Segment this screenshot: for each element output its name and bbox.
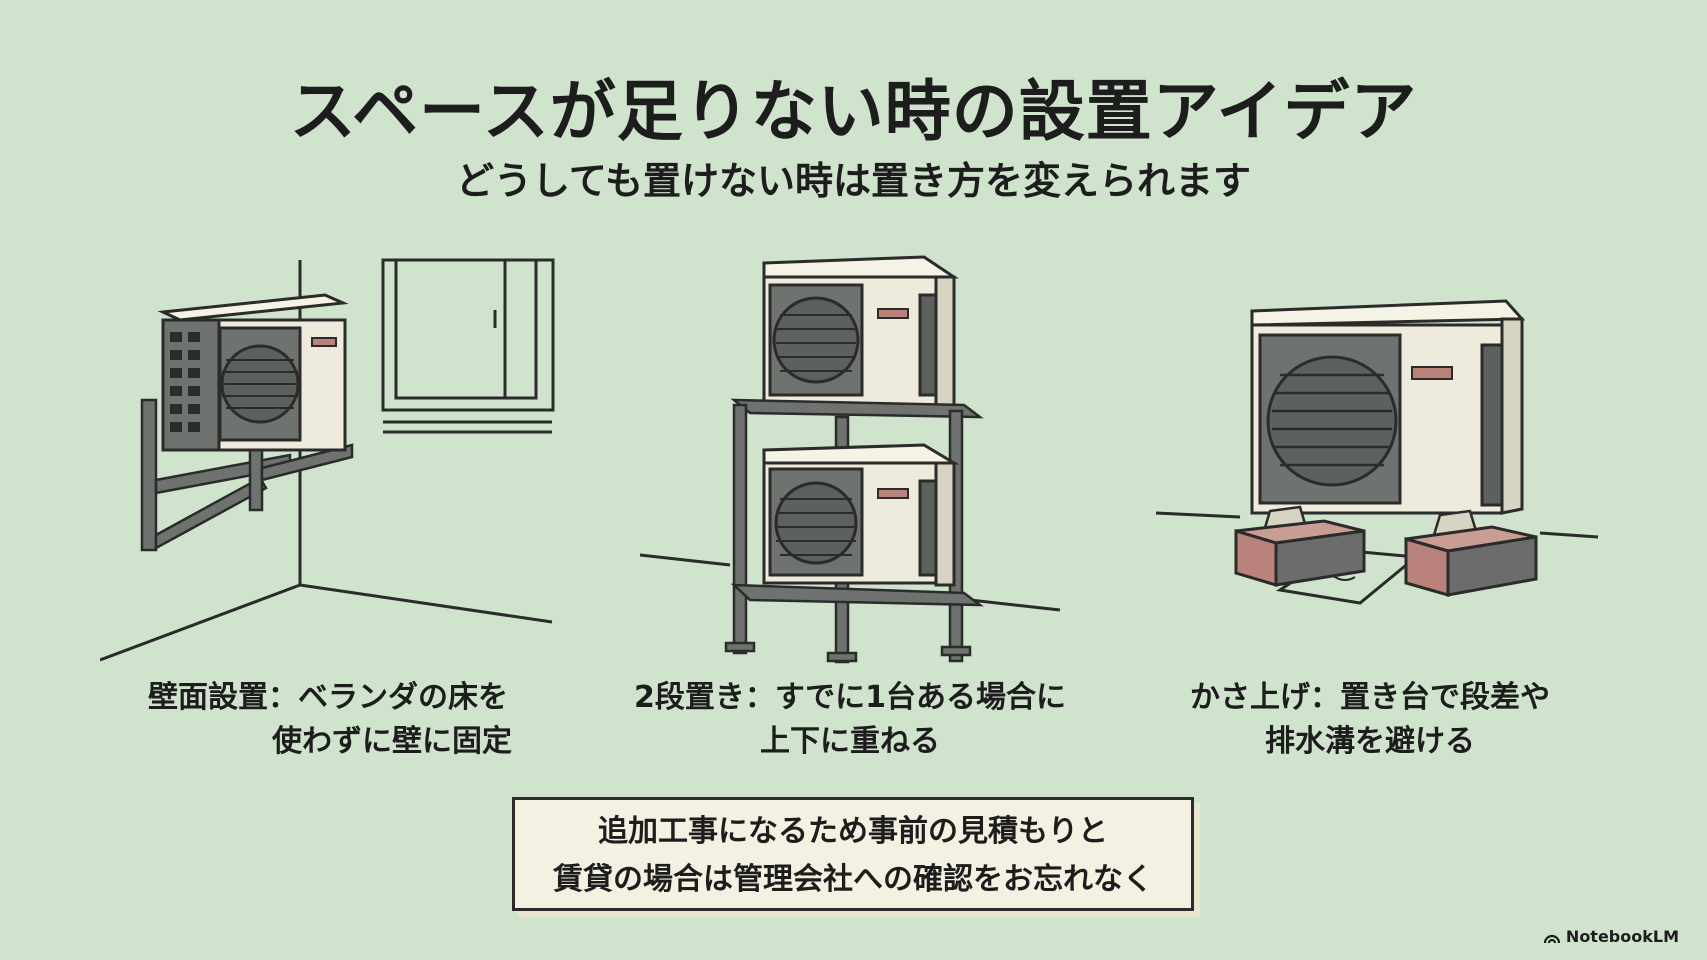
caption-wall-mount-line2: 使わずに壁に固定: [272, 724, 512, 759]
caption-stacked: 2段置き：すでに1台ある場合に 上下に重ねる: [620, 676, 1080, 764]
caption-raised: かさ上げ：置き台で段差や 排水溝を避ける: [1160, 676, 1580, 764]
page-title: スペースが足りない時の設置アイデア: [289, 73, 1418, 150]
caption-stacked-line1: 2段置き：すでに1台ある場合に: [633, 680, 1067, 715]
notebooklm-logo-icon: [1543, 934, 1560, 943]
caption-raised-line2: 排水溝を避ける: [1265, 724, 1475, 759]
stacked-units-illustration: [640, 255, 1061, 664]
caption-raised-line1: かさ上げ：置き台で段差や: [1190, 680, 1550, 715]
note-line1: 追加工事になるため事前の見積もりと: [598, 814, 1108, 849]
note-line2: 賃貸の場合は管理会社への確認をお忘れなく: [553, 862, 1153, 897]
caption-wall-mount: 壁面設置：ベランダの床を 使わずに壁に固定: [148, 676, 512, 764]
brand-name: NotebookLM: [1565, 927, 1679, 946]
wall-mount-illustration: [100, 258, 555, 662]
note-box: 追加工事になるため事前の見積もりと 賃貸の場合は管理会社への確認をお忘れなく: [512, 797, 1194, 911]
brand-watermark: NotebookLM: [1543, 927, 1679, 946]
caption-stacked-line2: 上下に重ねる: [760, 724, 940, 759]
caption-wall-mount-line1: 壁面設置：ベランダの床を: [148, 680, 508, 715]
page-subtitle: どうしても置けない時は置き方を変えられます: [456, 159, 1251, 203]
raised-blocks-illustration: [1155, 299, 1599, 605]
